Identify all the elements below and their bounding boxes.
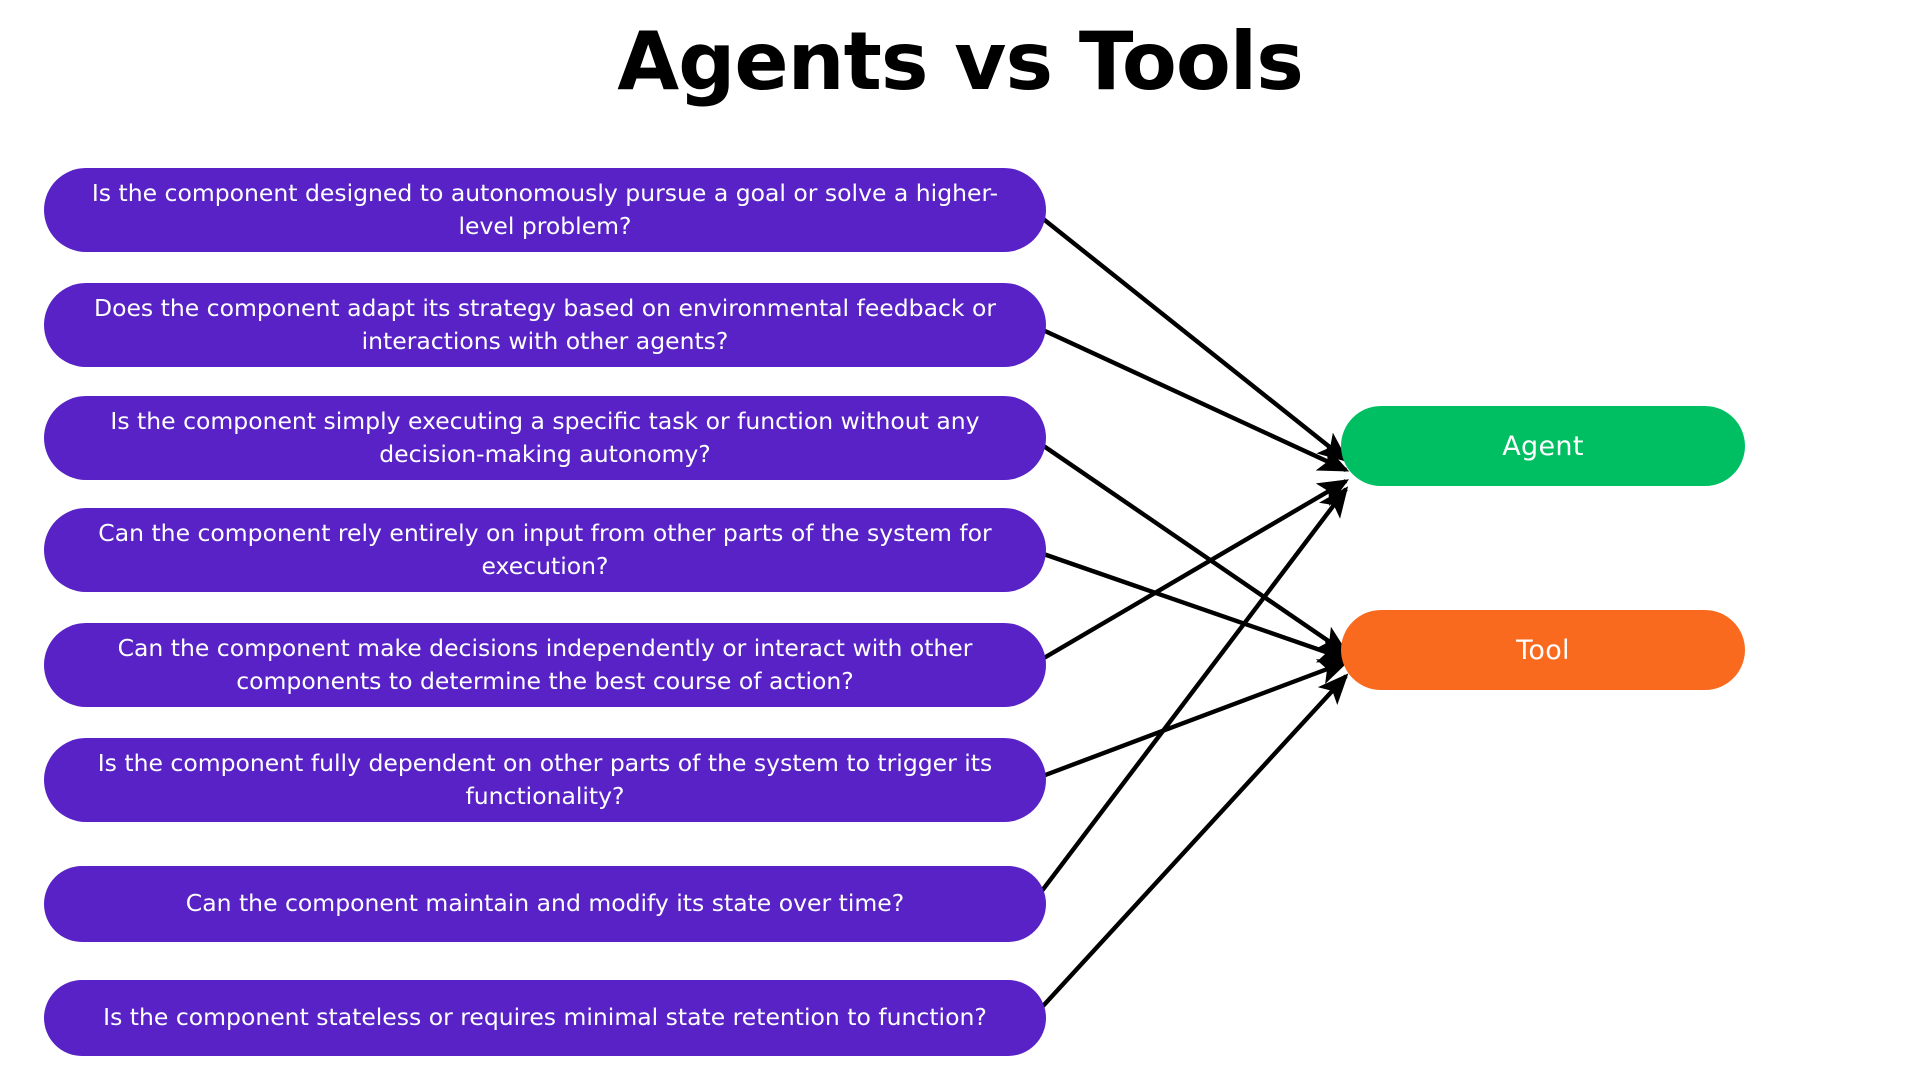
question-pill-8[interactable]: Is the component stateless or requires m… [44, 980, 1046, 1056]
question-pill-3[interactable]: Is the component simply executing a spec… [44, 396, 1046, 480]
question-pill-1[interactable]: Is the component designed to autonomousl… [44, 168, 1046, 252]
edge-paths [1030, 208, 1350, 1020]
outcome-label: Agent [1502, 430, 1584, 462]
edge-q7-to-agent [1030, 486, 1349, 906]
question-text: Can the component rely entirely on input… [98, 518, 992, 580]
question-text: Can the component make decisions indepen… [117, 633, 973, 695]
question-text: Can the component maintain and modify it… [185, 889, 905, 918]
question-pill-7[interactable]: Can the component maintain and modify it… [44, 866, 1046, 942]
page-title: Agents vs Tools [617, 15, 1304, 108]
question-text: Is the component stateless or requires m… [103, 1003, 987, 1032]
edge-q8-to-tool [1030, 673, 1349, 1020]
edge-q5-to-agent [1030, 479, 1350, 667]
question-pill-5[interactable]: Can the component make decisions indepen… [44, 623, 1046, 707]
question-pill-2[interactable]: Does the component adapt its strategy ba… [44, 283, 1046, 367]
question-pill-6[interactable]: Is the component fully dependent on othe… [44, 738, 1046, 822]
question-text: Is the component designed to autonomousl… [91, 178, 999, 240]
edge-q6-to-tool [1031, 659, 1350, 783]
edge-q1-to-agent [1030, 208, 1349, 463]
question-text: Is the component simply executing a spec… [110, 406, 980, 468]
outcome-pill-tool[interactable]: Tool [1341, 610, 1745, 690]
outcome-label: Tool [1516, 634, 1570, 666]
edge-q3-to-tool [1030, 436, 1349, 655]
outcome-pill-agent[interactable]: Agent [1341, 406, 1745, 486]
question-pill-4[interactable]: Can the component rely entirely on input… [44, 508, 1046, 592]
edge-q2-to-agent [1031, 323, 1350, 472]
edge-q4-to-tool [1031, 547, 1350, 663]
question-text: Does the component adapt its strategy ba… [93, 293, 997, 355]
question-text: Is the component fully dependent on othe… [97, 748, 993, 810]
